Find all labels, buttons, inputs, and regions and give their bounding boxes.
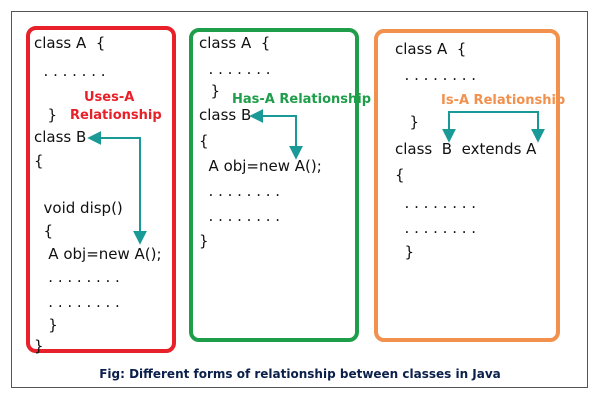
- uses-line-dots-3: . . . . . . . .: [34, 293, 120, 311]
- has-line-close-a: }: [201, 82, 221, 100]
- is-a-label: Is-A Relationship: [441, 93, 566, 108]
- uses-line-dots-2: . . . . . . . .: [34, 268, 120, 286]
- has-line-class-a: class A {: [199, 34, 271, 52]
- has-line-close-b: }: [199, 232, 209, 250]
- is-line-close-a: }: [400, 113, 420, 131]
- uses-a-label-relationship: Relationship: [70, 108, 162, 123]
- uses-line-dots-1: . . . . . . .: [34, 62, 106, 80]
- uses-line-open-method: {: [34, 222, 54, 240]
- has-a-label: Has-A Relationship: [232, 92, 372, 107]
- has-line-class-b: class B: [199, 106, 252, 124]
- uses-line-close-method: }: [34, 316, 58, 334]
- is-a-arrow: [442, 111, 545, 143]
- is-a-panel: [374, 29, 560, 342]
- has-line-new-a: A obj=new A();: [199, 157, 322, 175]
- figure-caption: Fig: Different forms of relationship bet…: [99, 367, 501, 381]
- uses-line-close-b: }: [34, 337, 44, 355]
- has-line-dots-3: . . . . . . . .: [199, 207, 281, 225]
- uses-a-label: Uses-A: [84, 90, 135, 105]
- has-a-arrow: [249, 109, 303, 160]
- is-line-dots-2: . . . . . . . .: [395, 194, 477, 212]
- uses-line-new-a: A obj=new A();: [34, 245, 162, 263]
- uses-a-arrow: [87, 131, 147, 245]
- is-line-class-b-extends: class B extends A: [395, 140, 537, 158]
- uses-line-close-a: }: [38, 106, 58, 124]
- uses-line-class-b: class B: [34, 128, 87, 146]
- is-line-open-b: {: [395, 166, 405, 184]
- is-line-dots-1: . . . . . . . .: [395, 66, 477, 84]
- is-line-close-b: }: [395, 243, 415, 261]
- figure-frame: [11, 11, 588, 388]
- is-line-class-a: class A {: [395, 40, 467, 58]
- uses-line-class-a: class A {: [34, 34, 106, 52]
- uses-line-open-b: {: [34, 152, 44, 170]
- has-line-dots-1: . . . . . . .: [199, 60, 271, 78]
- has-a-panel: [189, 28, 359, 342]
- has-line-open-b: {: [199, 132, 209, 150]
- has-line-dots-2: . . . . . . . .: [199, 182, 281, 200]
- uses-a-panel: [26, 26, 176, 353]
- is-line-dots-3: . . . . . . . .: [395, 219, 477, 237]
